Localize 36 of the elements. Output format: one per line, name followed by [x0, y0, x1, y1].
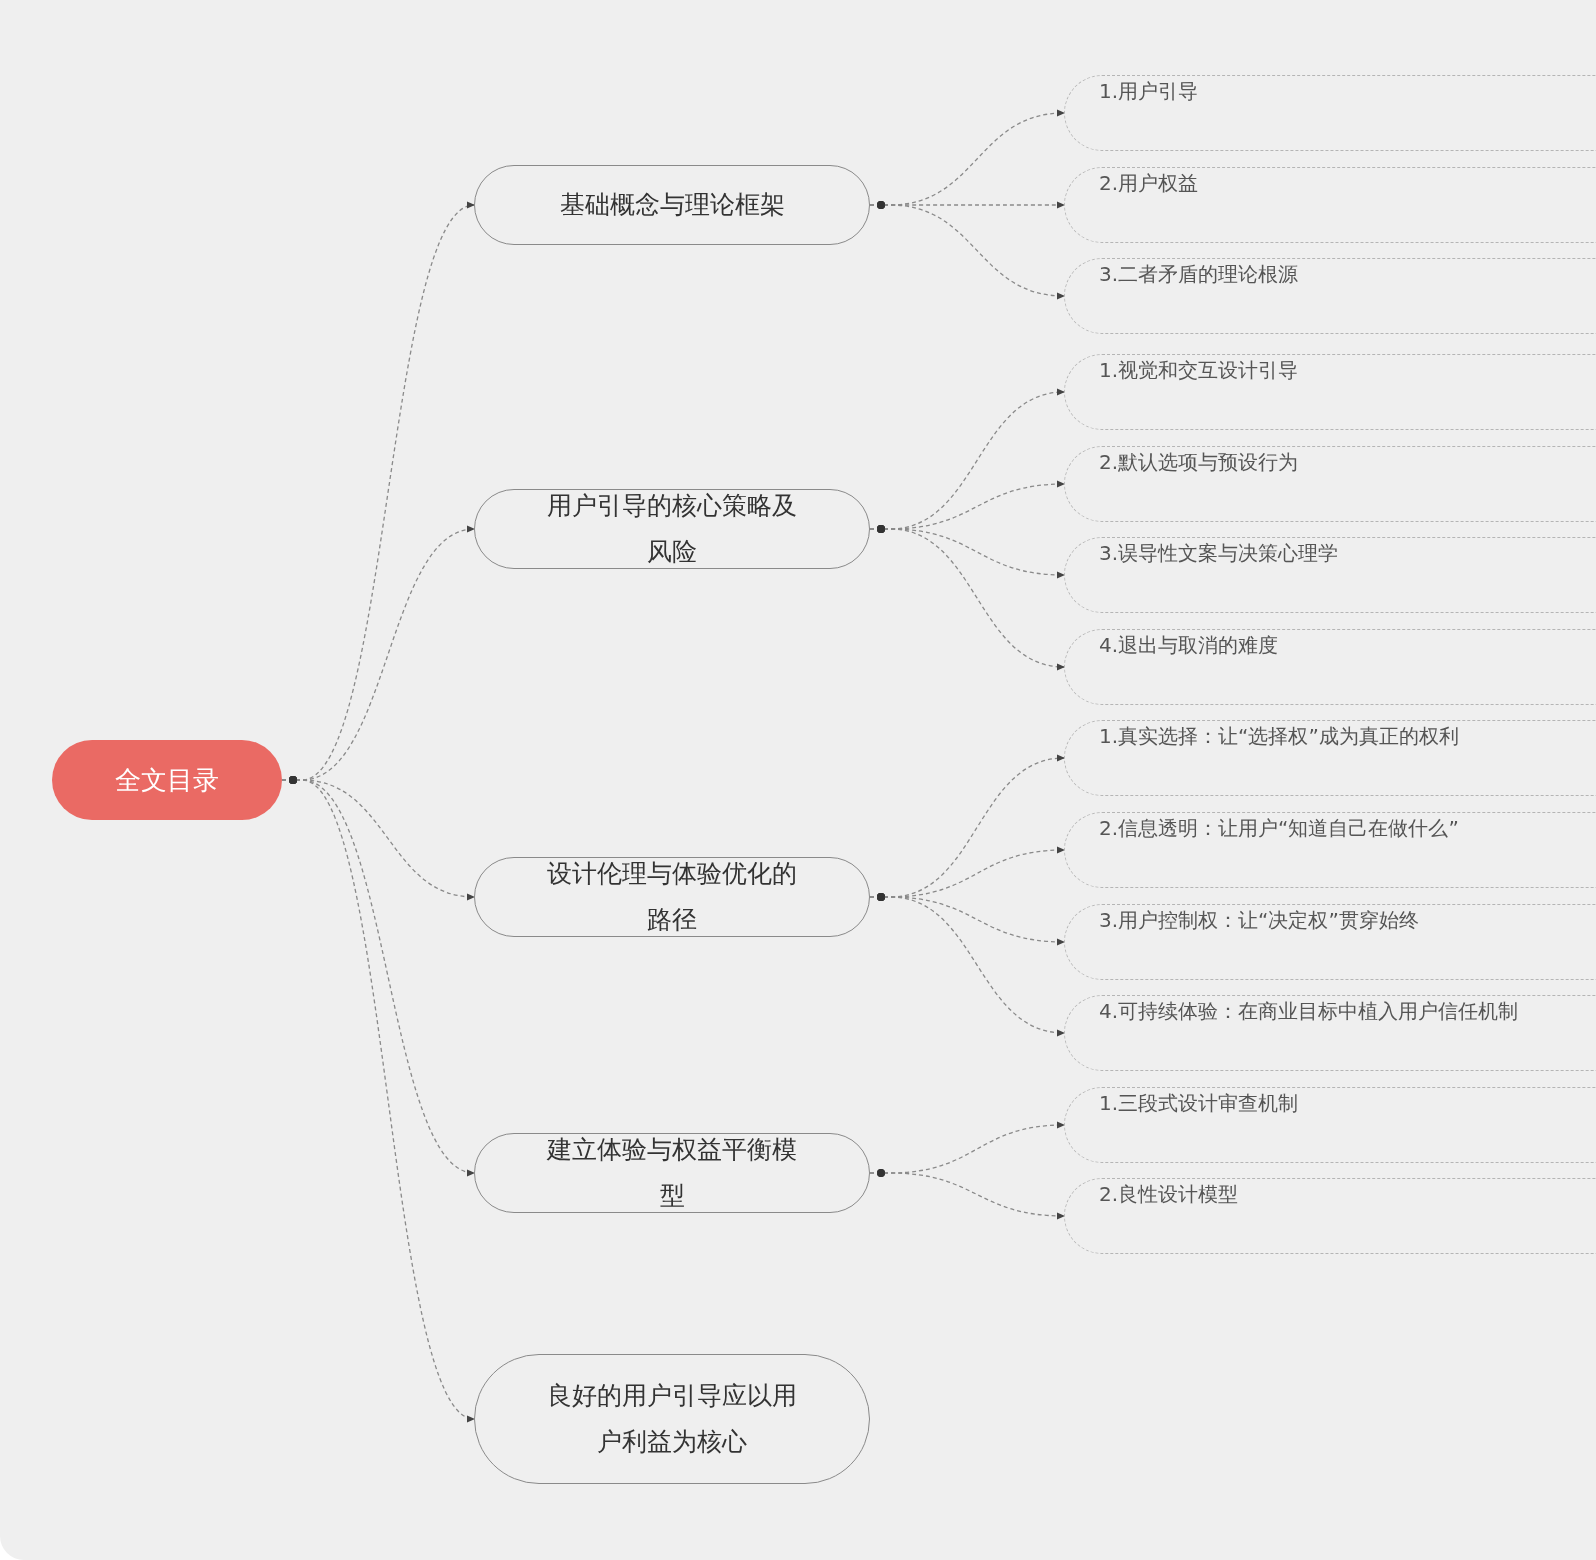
- subtopic-node: [1064, 904, 1596, 980]
- subtopic-node: [1064, 354, 1596, 430]
- node-label: 1.三段式设计审查机制: [1099, 1090, 1299, 1117]
- node-label: 1.用户引导: [1099, 78, 1199, 105]
- subtopic-node: [1064, 995, 1596, 1071]
- subtopic-node: [1064, 537, 1596, 613]
- node-label: 设计伦理与体验优化的路径: [547, 858, 797, 936]
- dashed-connector: [869, 525, 1065, 670]
- node-label: 用户引导的核心策略及风险: [547, 490, 797, 568]
- subtopic-node: [1064, 446, 1596, 522]
- subtopic-node: [1064, 720, 1596, 796]
- node-label: 建立体验与权益平衡模型: [547, 1134, 797, 1212]
- node-label: 2.良性设计模型: [1099, 1181, 1239, 1208]
- subtopic-node: [1064, 1178, 1596, 1254]
- node-label: 2.默认选项与预设行为: [1099, 449, 1299, 476]
- dashed-connector: [869, 893, 1065, 1036]
- node-label: 2.用户权益: [1099, 170, 1199, 197]
- subtopic-node: [1064, 629, 1596, 705]
- subtopic-node: [1064, 812, 1596, 888]
- subtopic-node: [1064, 167, 1596, 243]
- node-label: 2.信息透明：让用户“知道自己在做什么”: [1099, 815, 1459, 842]
- dashed-connector: [869, 201, 1065, 299]
- node-label: 4.退出与取消的难度: [1099, 632, 1279, 659]
- node-label: 1.真实选择：让“选择权”成为真正的权利: [1099, 723, 1459, 750]
- node-label: 3.二者矛盾的理论根源: [1099, 261, 1299, 288]
- node-label: 4.可持续体验：在商业目标中植入用户信任机制: [1099, 998, 1519, 1025]
- node-label: 全文目录: [115, 763, 219, 797]
- node-label: 良好的用户引导应以用户利益为核心: [547, 1380, 797, 1458]
- dashed-connector: [869, 1169, 1065, 1220]
- node-label: 基础概念与理论框架: [559, 189, 785, 221]
- node-label: 3.用户控制权：让“决定权”贯穿始终: [1099, 907, 1419, 934]
- node-label: 1.视觉和交互设计引导: [1099, 357, 1299, 384]
- subtopic-node: [1064, 258, 1596, 334]
- node-label: 3.误导性文案与决策心理学: [1099, 540, 1339, 567]
- subtopic-node: [1064, 1087, 1596, 1163]
- subtopic-node: [1064, 75, 1596, 151]
